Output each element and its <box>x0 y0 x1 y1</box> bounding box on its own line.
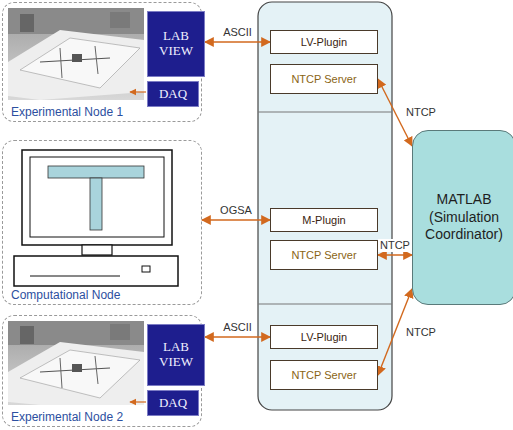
plugin-box: LV-Plugin <box>270 325 378 349</box>
protocol-label: OGSA <box>218 204 254 217</box>
lab-photo <box>8 321 144 405</box>
box-label: NTCP Server <box>291 249 356 261</box>
labview-box: LAB VIEW <box>147 324 205 386</box>
band-divider <box>258 304 392 305</box>
protocol-label: NTCP <box>378 239 412 252</box>
lab-photo <box>8 8 144 100</box>
box-label: DAQ <box>159 87 187 102</box>
box-label: NTCP Server <box>291 369 356 381</box>
protocol-label: NTCP <box>404 106 438 119</box>
node-group: Experimental Node 1 LAB VIEW DAQ <box>2 2 202 122</box>
connector <box>205 41 270 42</box>
node-group: Experimental Node 2 LAB VIEW DAQ <box>2 315 202 427</box>
protocol-label: ASCII <box>221 26 254 39</box>
plugin-box: M-Plugin <box>270 208 378 232</box>
node-caption: Computational Node <box>11 288 120 302</box>
box-label: MATLAB (Simulation Coordinator) <box>413 191 513 244</box>
labview-box: LAB VIEW <box>147 11 205 77</box>
node-caption: Experimental Node 1 <box>11 105 123 119</box>
node-group: Computational Node <box>2 140 202 305</box>
daq-box: DAQ <box>147 81 199 107</box>
server-box: NTCP Server <box>270 240 378 270</box>
daq-box: DAQ <box>147 390 199 416</box>
server-band <box>258 2 392 410</box>
daq-wire <box>130 91 146 92</box>
protocol-label: ASCII <box>221 321 254 334</box>
node-caption: Experimental Node 2 <box>11 410 123 424</box>
box-label: LV-Plugin <box>301 331 347 343</box>
connector <box>205 336 270 337</box>
band-divider <box>258 112 392 113</box>
connector <box>378 254 412 255</box>
box-label: LV-Plugin <box>301 36 347 48</box>
box-label: M-Plugin <box>302 214 345 226</box>
server-box: NTCP Server <box>270 64 378 94</box>
box-label: NTCP Server <box>291 73 356 85</box>
box-label: LAB VIEW <box>148 340 204 370</box>
coordinator-box: MATLAB (Simulation Coordinator) <box>412 130 513 305</box>
connector <box>202 219 270 220</box>
computer-icon <box>14 150 178 286</box>
box-label: LAB VIEW <box>148 29 204 59</box>
protocol-label: NTCP <box>404 326 438 339</box>
server-box: NTCP Server <box>270 360 378 390</box>
plugin-box: LV-Plugin <box>270 30 378 54</box>
daq-wire <box>130 401 146 402</box>
box-label: DAQ <box>159 396 187 411</box>
